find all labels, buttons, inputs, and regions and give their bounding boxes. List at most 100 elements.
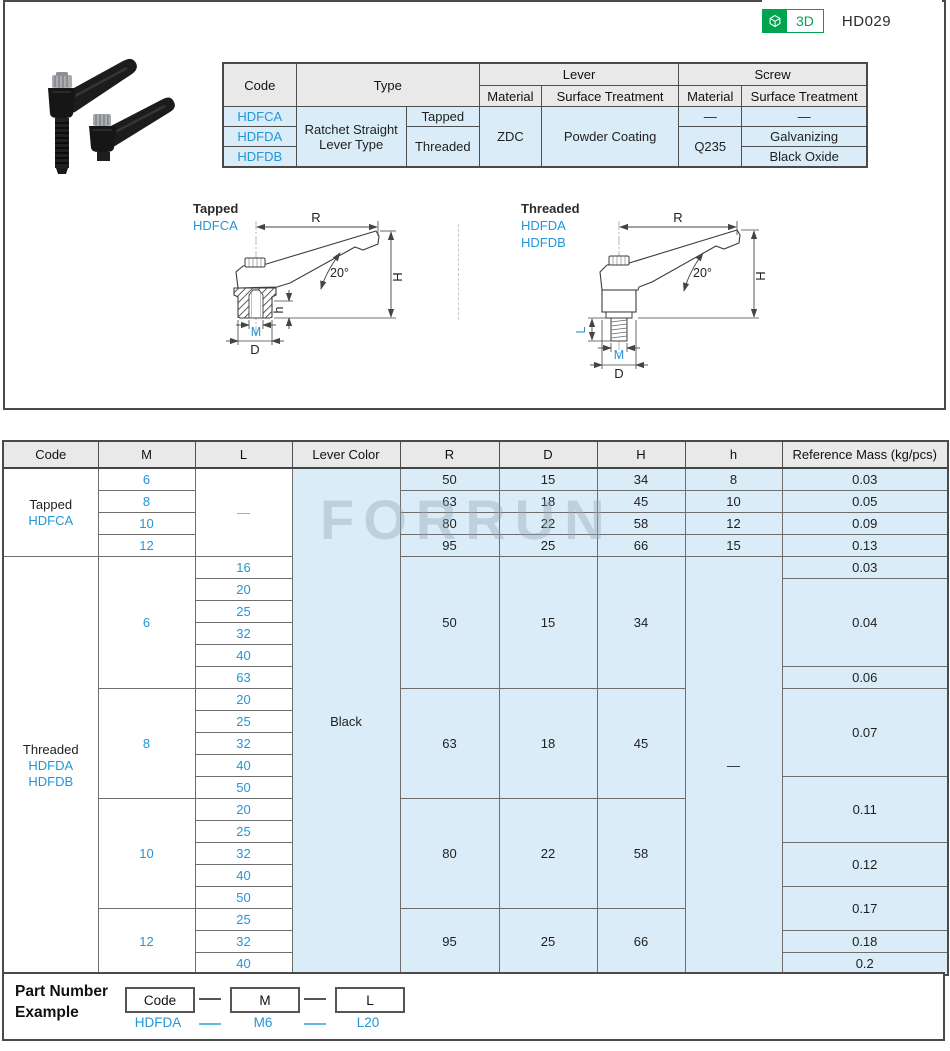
page-id-area: 3D HD029 (762, 0, 942, 42)
cell: Ratchet Straight Lever Type (295, 106, 407, 168)
3d-badge-label: 3D (787, 10, 823, 32)
diagram-code: HDFCA (193, 218, 238, 233)
header-cell: Material (478, 85, 542, 107)
cell: 0.13 (781, 534, 949, 557)
cell: 0.04 (781, 578, 949, 667)
part-number-example-label: Part Number Example (15, 983, 109, 1021)
svg-text:h: h (272, 306, 286, 313)
pn-box-l: L (335, 987, 405, 1013)
cell: 0.09 (781, 512, 949, 535)
header-cell: D (498, 440, 598, 469)
cell: 0.11 (781, 776, 949, 843)
cell: 45 (596, 490, 686, 513)
cell: 15 (684, 534, 783, 557)
cell: 32 (194, 842, 293, 865)
cell: 20 (194, 688, 293, 711)
header-cell: M (97, 440, 196, 469)
header-cell: Code (222, 62, 297, 107)
cell: 0.17 (781, 886, 949, 931)
svg-text:H: H (390, 272, 405, 281)
header-cell: Surface Treatment (540, 85, 680, 107)
cell: — (684, 556, 783, 976)
cell: 40 (194, 644, 293, 667)
3d-model-badge[interactable]: 3D (762, 9, 824, 33)
header-cell: R (399, 440, 500, 469)
cell: 0.03 (781, 556, 949, 579)
tapped-drawing: R H h 20° M D (226, 210, 405, 357)
cell: 15 (498, 467, 598, 491)
header-cell: Code (2, 440, 99, 469)
cell: 50 (399, 556, 500, 689)
cell: 8 (97, 490, 196, 513)
cell: Threaded (405, 126, 480, 168)
cell: 20 (194, 798, 293, 821)
cell: 66 (596, 908, 686, 976)
cell: HDFDA (222, 126, 297, 147)
pn-example-code: HDFDA (134, 1015, 182, 1030)
diagram-title: Tapped (193, 201, 239, 216)
svg-text:L: L (574, 326, 588, 333)
cell: 0.05 (781, 490, 949, 513)
cell: 8 (97, 688, 196, 799)
cell: 6 (97, 467, 196, 491)
header-cell: Lever Color (291, 440, 401, 469)
svg-text:M: M (614, 348, 624, 362)
svg-text:R: R (311, 210, 320, 225)
pn-dash-blue (199, 1023, 221, 1025)
cell: 0.06 (781, 666, 949, 689)
pn-example-l: L20 (356, 1015, 380, 1030)
cell: 18 (498, 490, 598, 513)
cell: — (194, 467, 293, 557)
cell: 40 (194, 864, 293, 887)
cell: Black (291, 467, 401, 976)
cell: 8 (684, 467, 783, 491)
diagram-code: HDFDB (521, 235, 566, 250)
diagram-label-threaded: Threaded HDFDA HDFDB (521, 200, 580, 251)
svg-text:R: R (673, 210, 682, 225)
svg-text:H: H (753, 271, 768, 280)
diagram-title: Threaded (521, 201, 580, 216)
header-cell: Reference Mass (kg/pcs) (781, 440, 949, 469)
cell: 12 (97, 908, 196, 976)
header-cell: Material (678, 85, 743, 107)
table-row: 40 (3, 754, 948, 777)
cell: 50 (194, 776, 293, 799)
cell: 0.07 (781, 688, 949, 777)
cell: 22 (498, 512, 598, 535)
cell: 25 (194, 600, 293, 623)
cell: 66 (596, 534, 686, 557)
cell: 18 (498, 688, 598, 799)
cell: 63 (399, 688, 500, 799)
cell: 63 (399, 490, 500, 513)
cell: 45 (596, 688, 686, 799)
part-number-example-panel: Part Number Example Code M L HDFDA M6 L2… (2, 972, 945, 1041)
svg-text:20°: 20° (693, 266, 712, 280)
lever-tapped-photo (89, 97, 175, 161)
pn-dash-blue (304, 1023, 326, 1025)
svg-text:20°: 20° (330, 266, 349, 280)
cell: ZDC (478, 106, 542, 168)
cell: 20 (194, 578, 293, 601)
table-row: 32 (3, 732, 948, 755)
header-cell: Lever (478, 62, 680, 86)
cell: 25 (194, 820, 293, 843)
cell: 12 (97, 534, 196, 557)
cell: HDFDB (222, 146, 297, 168)
pn-example-m: M6 (253, 1015, 273, 1030)
